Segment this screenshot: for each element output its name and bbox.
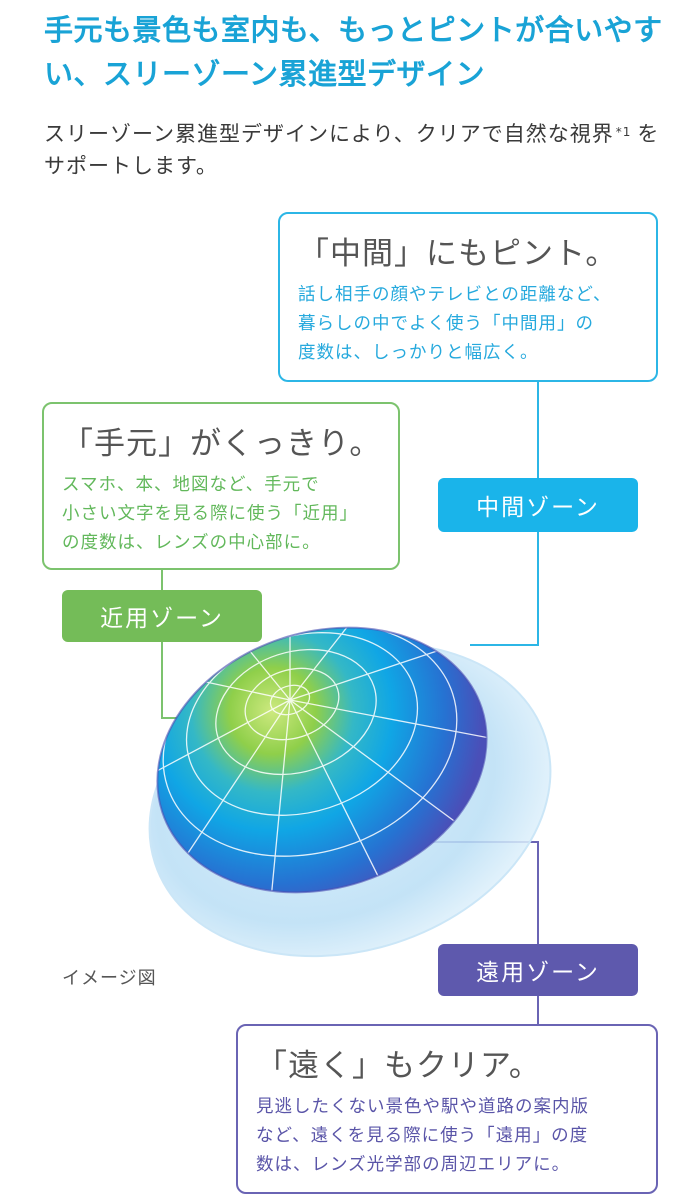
middle-zone-line: 度数は、しっかりと幅広く。 [298,343,539,363]
middle-zone-line: 暮らしの中でよく使う「中間用」の [298,314,594,334]
far-zone-line: など、遠くを見る際に使う「遠用」の度 [256,1126,589,1146]
contact-lens-image [139,586,552,958]
middle-zone-description: 話し相手の顔やテレビとの距離など、 暮らしの中でよく使う「中間用」の 度数は、し… [298,281,656,368]
near-zone-line: の度数は、レンズの中心部に。 [62,533,321,553]
image-caption: イメージ図 [62,968,157,989]
intro-text-before: スリーゾーン累進型デザインにより、クリアで自然な視界 [44,122,614,146]
near-zone-line: スマホ、本、地図など、手元で [62,475,320,495]
far-zone-card: 「遠く」もクリア。 見逃したくない景色や駅や道路の案内版 など、遠くを見る際に使… [236,1024,658,1194]
middle-lens-connector [470,532,539,646]
footnote-marker: *1 [615,125,632,139]
intro-text-after: をサポートします。 [44,122,660,178]
middle-zone-label: 中間ゾーン [438,478,638,532]
far-zone-title: 「遠く」もクリア。 [256,1048,541,1084]
far-zone-line: 見逃したくない景色や駅や道路の案内版 [256,1097,589,1117]
far-zone-label: 遠用ゾーン [438,944,638,996]
near-zone-label: 近用ゾーン [62,590,262,642]
middle-zone-card: 「中間」にもピント。 話し相手の顔やテレビとの距離など、 暮らしの中でよく使う「… [278,212,658,382]
near-zone-card: 「手元」がくっきり。 スマホ、本、地図など、手元で 小さい文字を見る際に使う「近… [42,402,400,570]
far-zone-line: 数は、レンズ光学部の周辺エリアに。 [256,1155,571,1175]
page-headline: 手元も景色も室内も、もっとピントが合いやすい、スリーゾーン累進型デザイン [44,13,663,91]
middle-zone-line: 話し相手の顔やテレビとの距離など、 [298,285,612,305]
far-zone-description: 見逃したくない景色や駅や道路の案内版 など、遠くを見る際に使う「遠用」の度 数は… [256,1093,656,1180]
near-zone-title: 「手元」がくっきり。 [62,426,382,462]
middle-zone-title: 「中間」にもピント。 [298,236,618,272]
near-zone-description: スマホ、本、地図など、手元で 小さい文字を見る際に使う「近用」 の度数は、レンズ… [62,471,398,558]
near-zone-line: 小さい文字を見る際に使う「近用」 [62,504,358,524]
